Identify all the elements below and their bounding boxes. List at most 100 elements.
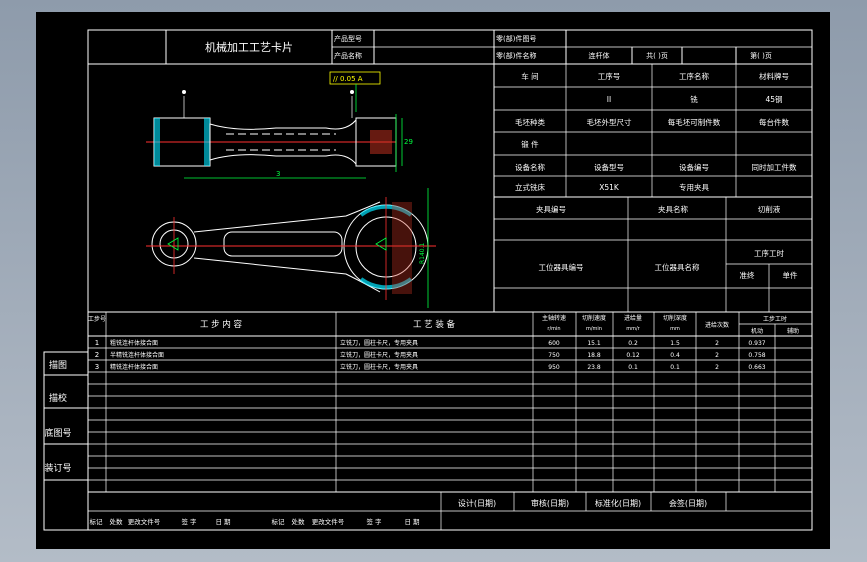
total-pages: 共( )页 — [646, 51, 668, 60]
step-equipment: 立铣刀，圆柱卡尺，专用夹具 — [340, 351, 418, 359]
part-drawing: 29 3 // 0.05 A R140.1 — [146, 71, 436, 308]
step-content-header: 工 步 内 容 — [200, 319, 243, 330]
info-cell: 工序号 — [598, 71, 621, 81]
step-machine-time: 0.758 — [748, 352, 765, 359]
inner-border — [87, 29, 813, 531]
feed-unit: mm/r — [626, 326, 640, 332]
spindle-header: 主轴转速 — [542, 314, 566, 322]
dim-height: 29 — [404, 138, 413, 146]
part-drawing-label: 零(部)件图号 — [496, 34, 536, 43]
step-no-header: 工步号 — [88, 315, 106, 323]
step-content: 半精铣连杆体接合面 — [110, 351, 164, 359]
info-cell: 铣 — [690, 94, 698, 104]
check-label: 描校 — [49, 392, 67, 404]
trace-label: 描图 — [49, 359, 67, 371]
depth-header: 切削深度 — [663, 314, 687, 322]
info-cell: 45钢 — [765, 94, 782, 104]
step-speed: 23.8 — [587, 364, 601, 371]
binding-no-label: 装订号 — [44, 462, 71, 474]
step-passes: 2 — [715, 352, 719, 359]
step-equipment: 立铣刀，圆柱卡尺，专用夹具 — [340, 339, 418, 347]
review-sign: 审核(日期) — [531, 498, 569, 508]
fixture-name-label: 夹具名称 — [658, 204, 688, 214]
info-cell: 车 间 — [521, 71, 538, 81]
cut-speed-header: 切削速度 — [582, 314, 606, 322]
part-name-value: 连杆体 — [589, 51, 610, 60]
revision-cell: 日 期 — [215, 518, 231, 526]
revision-cell: 日 期 — [404, 518, 420, 526]
step-no: 1 — [95, 339, 99, 347]
part-name-label: 零(部)件名称 — [496, 51, 536, 60]
step-no: 3 — [95, 363, 99, 371]
step-feed: 0.1 — [628, 364, 638, 371]
page-number: 第( )页 — [750, 51, 772, 60]
info-cell: 毛坯种类 — [515, 117, 545, 127]
feed-header: 进给量 — [624, 314, 642, 322]
unit-time-label: 单件 — [783, 270, 798, 280]
dim-radius: R140.1 — [419, 242, 426, 264]
coolant-label: 切削液 — [758, 204, 781, 214]
revision-cell: 处数 — [292, 517, 306, 526]
standard-sign: 标准化(日期) — [595, 498, 641, 508]
info-cell: 每毛坯可制件数 — [668, 117, 721, 127]
prep-time-label: 准终 — [740, 270, 755, 280]
step-rpm: 750 — [548, 352, 560, 359]
info-cell: 设备型号 — [594, 162, 624, 172]
step-passes: 2 — [715, 364, 719, 371]
fixture-no-label: 夹具编号 — [536, 204, 566, 214]
revision-cell: 标记 — [272, 517, 286, 526]
step-depth: 0.1 — [670, 364, 680, 371]
step-rpm: 950 — [548, 364, 560, 371]
revision-cell: 签 字 — [366, 517, 382, 526]
step-machine-time: 0.937 — [748, 340, 765, 347]
product-name-label: 产品名称 — [334, 51, 362, 60]
info-cell: 毛坯外型尺寸 — [587, 117, 632, 127]
process-card-svg: 机械加工工艺卡片 产品型号 产品名称 零(部)件图号 零(部)件名称 连杆体 共… — [43, 29, 813, 531]
step-content: 精铣连杆体接合面 — [110, 363, 158, 371]
info-cell: X51K — [599, 183, 620, 192]
info-cell: 工序名称 — [679, 71, 709, 81]
design-sign: 设计(日期) — [458, 498, 496, 508]
revision-cell: 更改文件号 — [128, 517, 161, 526]
info-cell: 设备名称 — [515, 162, 545, 172]
tolerance-frame: // 0.05 A — [333, 75, 363, 83]
info-cell: 同时加工件数 — [752, 162, 797, 172]
info-cell: 立式铣床 — [515, 182, 545, 192]
revision-cell: 签 字 — [181, 517, 197, 526]
step-depth: 1.5 — [670, 340, 680, 347]
base-no-label: 底图号 — [44, 427, 71, 439]
step-machine-time: 0.663 — [748, 364, 765, 371]
step-passes: 2 — [715, 340, 719, 347]
process-time-label: 工序工时 — [754, 248, 784, 258]
revision-cell: 处数 — [110, 517, 124, 526]
step-feed: 0.2 — [628, 340, 638, 347]
drawing-sheet: 机械加工工艺卡片 产品型号 产品名称 零(部)件图号 零(部)件名称 连杆体 共… — [36, 12, 830, 549]
aux-time-header: 辅助 — [787, 327, 799, 335]
step-depth: 0.4 — [670, 352, 680, 359]
dim-length: 3 — [276, 170, 280, 178]
revision-cell: 标记 — [90, 517, 104, 526]
spindle-unit: r/min — [547, 326, 560, 332]
step-no: 2 — [95, 351, 99, 359]
station-tool-no-label: 工位器具编号 — [539, 262, 584, 272]
info-cell: 专用夹具 — [679, 182, 709, 192]
station-tool-name-label: 工位器具名称 — [655, 262, 700, 272]
revision-cell: 更改文件号 — [312, 517, 345, 526]
info-cell: 锻 件 — [521, 139, 539, 149]
product-model-label: 产品型号 — [334, 34, 362, 43]
info-cell: II — [607, 95, 611, 104]
step-equipment: 立铣刀，圆柱卡尺，专用夹具 — [340, 363, 418, 371]
info-cell: 每台件数 — [759, 117, 789, 127]
approve-sign: 会签(日期) — [669, 498, 707, 508]
step-rpm: 600 — [548, 340, 560, 347]
revision-row: 标记处数更改文件号签 字日 期标记处数更改文件号签 字日 期 — [90, 517, 421, 526]
card-title: 机械加工工艺卡片 — [205, 40, 293, 54]
step-speed: 18.8 — [587, 352, 601, 359]
passes-header: 进给次数 — [705, 321, 729, 329]
info-cell: 设备编号 — [679, 162, 709, 172]
step-feed: 0.12 — [626, 352, 640, 359]
info-cell: 材料牌号 — [759, 71, 789, 81]
hours-header: 工步工时 — [763, 315, 787, 323]
